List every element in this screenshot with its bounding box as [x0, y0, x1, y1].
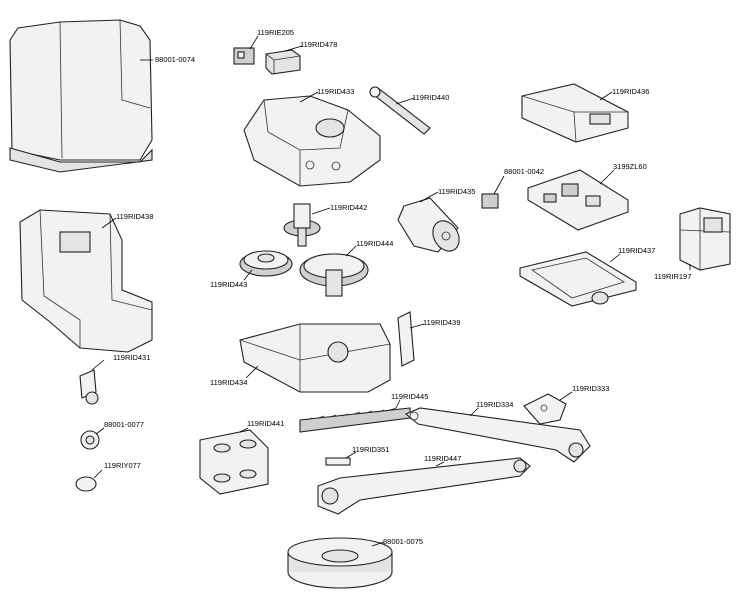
part-rid351 [325, 451, 357, 466]
label-rid333: 119RID333 [572, 384, 610, 393]
part-0042 [481, 175, 505, 209]
label-rid445: 119RID445 [391, 392, 429, 401]
part-cover [9, 19, 153, 173]
label-rid433: 119RID433 [317, 87, 355, 96]
part-0075 [287, 537, 393, 589]
label-rir197: 119RIR197 [654, 272, 692, 281]
part-rid437 [519, 251, 637, 307]
label-rid443: 119RID443 [210, 280, 248, 289]
label-rid436: 119RID436 [612, 87, 650, 96]
part-rid435 [397, 191, 460, 253]
part-riy077 [75, 469, 103, 492]
label-rid435: 119RID435 [438, 187, 476, 196]
part-rid478 [265, 45, 303, 75]
part-rid439 [397, 311, 425, 367]
label-rid442: 119RID442 [330, 203, 368, 212]
part-rid433 [243, 91, 381, 187]
label-rid478: 119RID478 [300, 40, 338, 49]
label-rid434: 119RID434 [210, 378, 248, 387]
part-rid443 [239, 250, 293, 281]
label-riy077: 119RIY077 [104, 461, 141, 470]
label-rid431: 119RID431 [113, 353, 151, 362]
label-rid447: 119RID447 [424, 454, 462, 463]
label-rid351: 119RID351 [352, 445, 390, 454]
part-zl60 [527, 169, 629, 231]
label-rie205: 119RIE205 [257, 28, 294, 37]
part-rid334 [404, 407, 591, 463]
part-rid333 [523, 391, 573, 425]
part-rid438 [19, 209, 153, 353]
part-rid442 [283, 203, 331, 247]
part-rid440 [368, 86, 431, 135]
part-rid436 [521, 83, 629, 143]
label-rid440: 119RID440 [412, 93, 450, 102]
part-rid441 [199, 427, 269, 495]
label-rid438: 119RID438 [116, 212, 154, 221]
part-rid434 [239, 323, 391, 393]
label-rid437: 119RID437 [618, 246, 656, 255]
label-rid334: 119RID334 [476, 400, 514, 409]
part-rie205 [233, 35, 259, 65]
part-rid447 [317, 457, 531, 515]
label-0042: 88001-0042 [504, 167, 545, 176]
label-0075: 88001-0075 [383, 537, 424, 546]
part-0077 [80, 427, 105, 450]
label-zl60: 3199ZL60 [613, 162, 647, 171]
label-0077: 88001-0077 [104, 420, 145, 429]
part-rir197 [679, 207, 731, 271]
label-rid441: 119RID441 [247, 419, 285, 428]
part-rid445 [299, 399, 411, 433]
part-rid431 [79, 359, 105, 405]
label-cover: 88001-0074 [155, 55, 196, 64]
label-rid444: 119RID444 [356, 239, 394, 248]
label-rid439: 119RID439 [423, 318, 461, 327]
part-rid444 [299, 245, 369, 297]
